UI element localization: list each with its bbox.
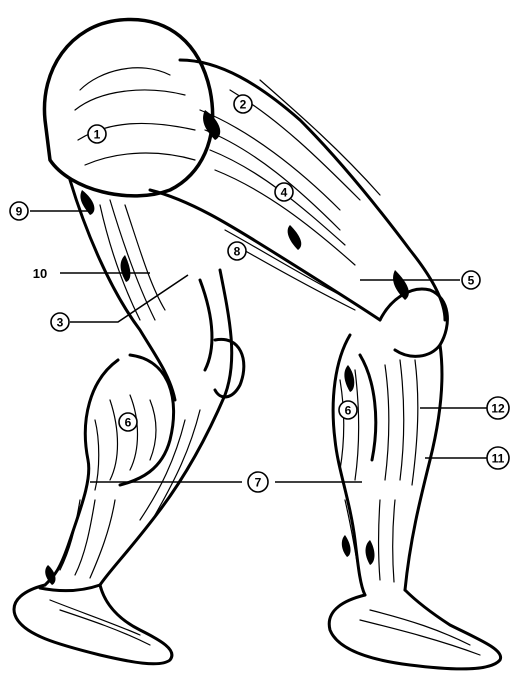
front-leg-outline [150, 60, 501, 669]
label-9-marker: 9 [10, 202, 28, 220]
label-8-marker: 8 [228, 242, 246, 260]
label-1-marker: 1 [88, 125, 106, 143]
back-leg-hatching [50, 68, 200, 645]
label-10: 10 [33, 266, 47, 281]
label-1: 1 [94, 128, 101, 142]
label-12-marker: 12 [487, 397, 509, 419]
label-2-marker: 2 [234, 95, 252, 113]
label-4-marker: 4 [275, 183, 293, 201]
label-8: 8 [234, 245, 241, 259]
label-3: 3 [57, 316, 64, 330]
label-11-marker: 11 [487, 447, 509, 469]
label-11: 11 [492, 452, 505, 466]
label-5: 5 [468, 274, 475, 288]
front-leg-hatching [200, 80, 480, 655]
label-6-right-calf: 6 [345, 404, 352, 418]
label-2: 2 [240, 98, 247, 112]
label-6b-marker: 6 [339, 401, 357, 419]
label-7-marker: 7 [248, 472, 268, 492]
label-6a-marker: 6 [119, 413, 137, 431]
label-6-left-calf: 6 [125, 416, 132, 430]
label-4: 4 [281, 186, 288, 200]
label-5-marker: 5 [462, 271, 480, 289]
label-12: 12 [491, 402, 505, 416]
label-9: 9 [16, 205, 23, 219]
label-7: 7 [255, 476, 262, 490]
leader-line-3 [70, 275, 188, 322]
label-3-marker: 3 [51, 313, 69, 331]
